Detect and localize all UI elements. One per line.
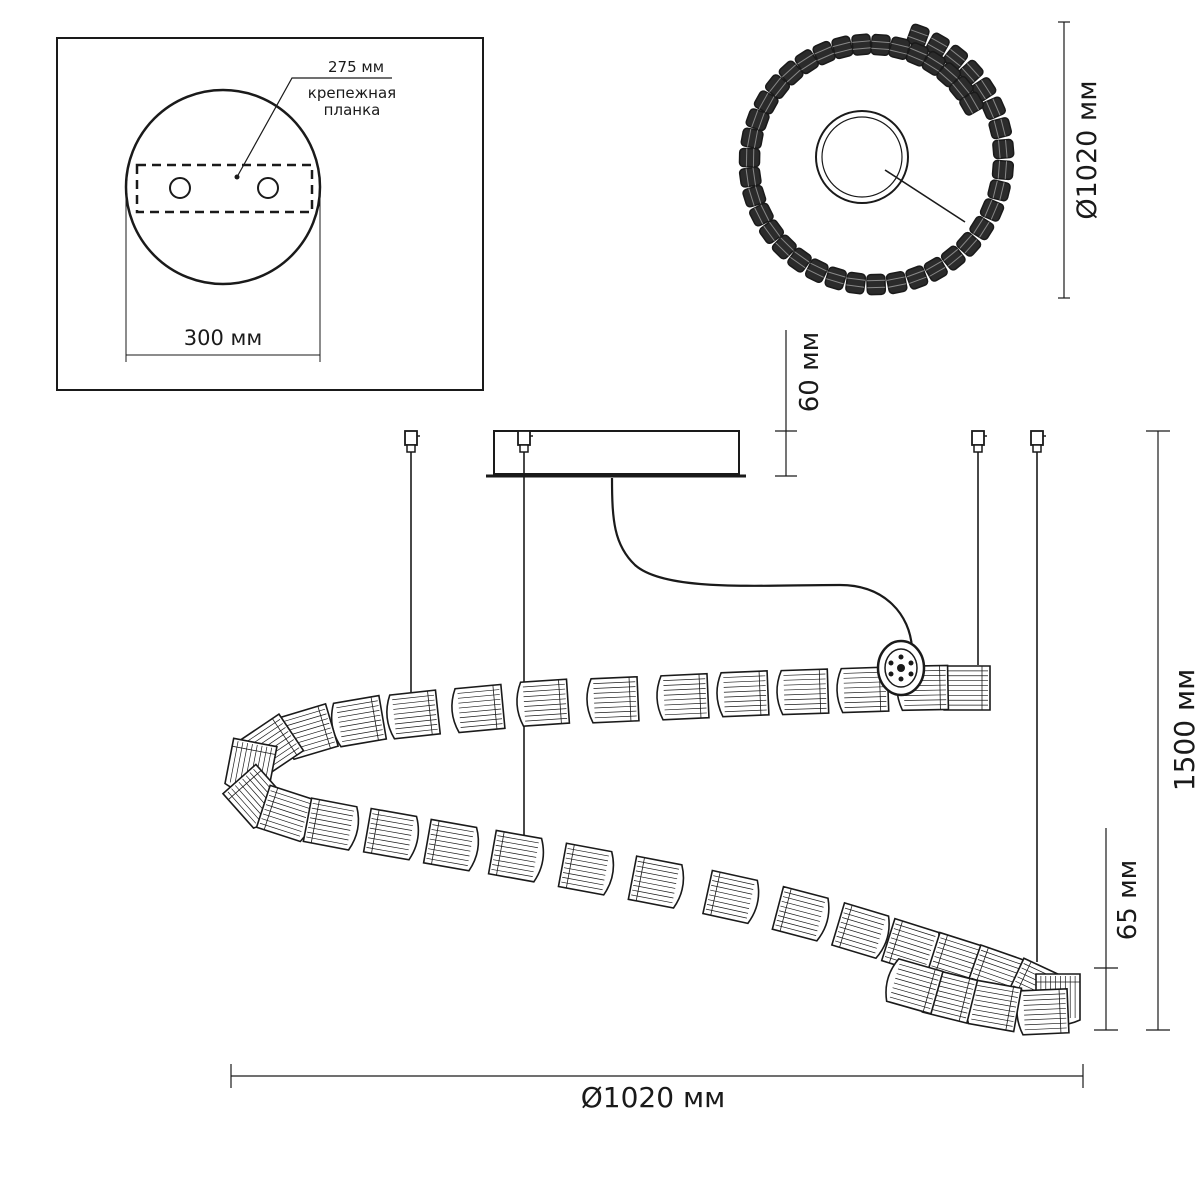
side-view-segment (1016, 987, 1070, 1036)
top-view-segment (738, 147, 761, 168)
top-view-segment (738, 166, 762, 188)
top-view-canopy-outer (815, 110, 909, 204)
side-view-segment (451, 683, 506, 734)
side-view-segment (776, 668, 830, 716)
top-view-segment (745, 108, 770, 132)
power-cable (610, 477, 914, 649)
bracket-hole-right (257, 177, 279, 199)
side-view-segment (885, 957, 944, 1015)
canopy-inset: 275 мм крепежная планка 300 мм (56, 37, 484, 391)
top-view-segment (758, 219, 785, 245)
top-view-segment (794, 49, 820, 75)
ceiling-hook (971, 430, 987, 453)
bracket-name-line1: крепежная (308, 84, 396, 102)
canopy-circle (124, 88, 322, 286)
side-diameter-label: Ø1020 мм (581, 1081, 725, 1114)
canopy-body (493, 430, 740, 475)
top-view: Ø1020 мм (738, 21, 1103, 299)
top-view-segment (923, 256, 948, 282)
top-view-segment (749, 202, 774, 227)
top-view-segment (753, 90, 779, 115)
top-view-segment (771, 234, 797, 260)
mounting-bracket (135, 163, 314, 214)
top-view-segment (778, 60, 804, 86)
top-view-segment (905, 265, 929, 290)
top-view-canopy-inner (821, 116, 903, 198)
top-view-segment (981, 96, 1006, 120)
bracket-leader-line (236, 77, 392, 178)
ceiling-hook (1030, 430, 1046, 453)
side-view-segment (330, 694, 388, 748)
top-view-segment (885, 270, 908, 295)
side-view-segment (362, 807, 420, 861)
top-view-segment (742, 184, 767, 208)
side-view-segment (516, 678, 571, 727)
side-view-segment (716, 670, 770, 718)
top-view-segment (956, 231, 982, 257)
side-view-segment (656, 672, 710, 721)
top-view-segment (979, 198, 1005, 222)
side-view-spiral (221, 664, 1081, 1036)
side-view-segment (701, 869, 760, 925)
top-view-segment (866, 273, 887, 296)
side-view: 60 мм 1500 мм (221, 330, 1200, 1114)
top-view-segment (991, 159, 1015, 181)
top-view-segment (870, 33, 891, 57)
side-view-segment (386, 689, 442, 740)
side-view-segment (771, 885, 830, 942)
canopy-diameter-label: 300 мм (184, 326, 262, 350)
side-view-segment (830, 901, 890, 960)
top-view-segment (812, 40, 836, 66)
top-view-diameter-label: Ø1020 мм (1072, 80, 1103, 219)
canopy-height-label: 60 мм (795, 332, 825, 413)
top-view-segment (824, 266, 847, 291)
top-view-segment (831, 35, 854, 60)
top-view-segment (921, 50, 946, 76)
bracket-name-line2: планка (324, 101, 381, 119)
top-view-segment (764, 74, 791, 99)
total-height-label: 1500 мм (1168, 669, 1200, 791)
top-view-segment (787, 247, 812, 273)
top-view-segment (969, 215, 995, 241)
top-view-segment (845, 271, 867, 295)
top-view-segment (905, 42, 929, 67)
top-view-segment (988, 117, 1012, 140)
bracket-hole-left (169, 177, 191, 199)
top-view-spiral (738, 23, 1015, 296)
top-view-segment (987, 179, 1011, 202)
top-view-segment (959, 91, 985, 116)
side-view-segment (302, 797, 360, 851)
side-view-segment (255, 784, 316, 843)
side-view-segment (965, 979, 1023, 1033)
top-view-segment (804, 258, 829, 284)
ceiling-hook (517, 430, 533, 453)
top-view-segment (888, 36, 911, 60)
cable-end-cap (876, 639, 926, 697)
suspension-hooks (404, 430, 1046, 453)
ceiling-hook (404, 430, 420, 453)
top-view-cable (884, 169, 966, 223)
top-view-segment (992, 138, 1015, 160)
side-view-segment (836, 666, 890, 714)
side-view-segment (487, 829, 545, 883)
side-view-segment (586, 675, 640, 724)
ring-thickness-label: 65 мм (1113, 860, 1143, 941)
top-view-segment (851, 33, 872, 56)
side-view-segment (557, 842, 615, 896)
bracket-length-label: 275 мм (328, 58, 384, 76)
inset-frame (56, 37, 484, 391)
top-view-segment (940, 245, 966, 271)
side-view-segment (422, 818, 480, 872)
side-view-segment (627, 855, 685, 909)
top-view-segment (740, 127, 764, 150)
